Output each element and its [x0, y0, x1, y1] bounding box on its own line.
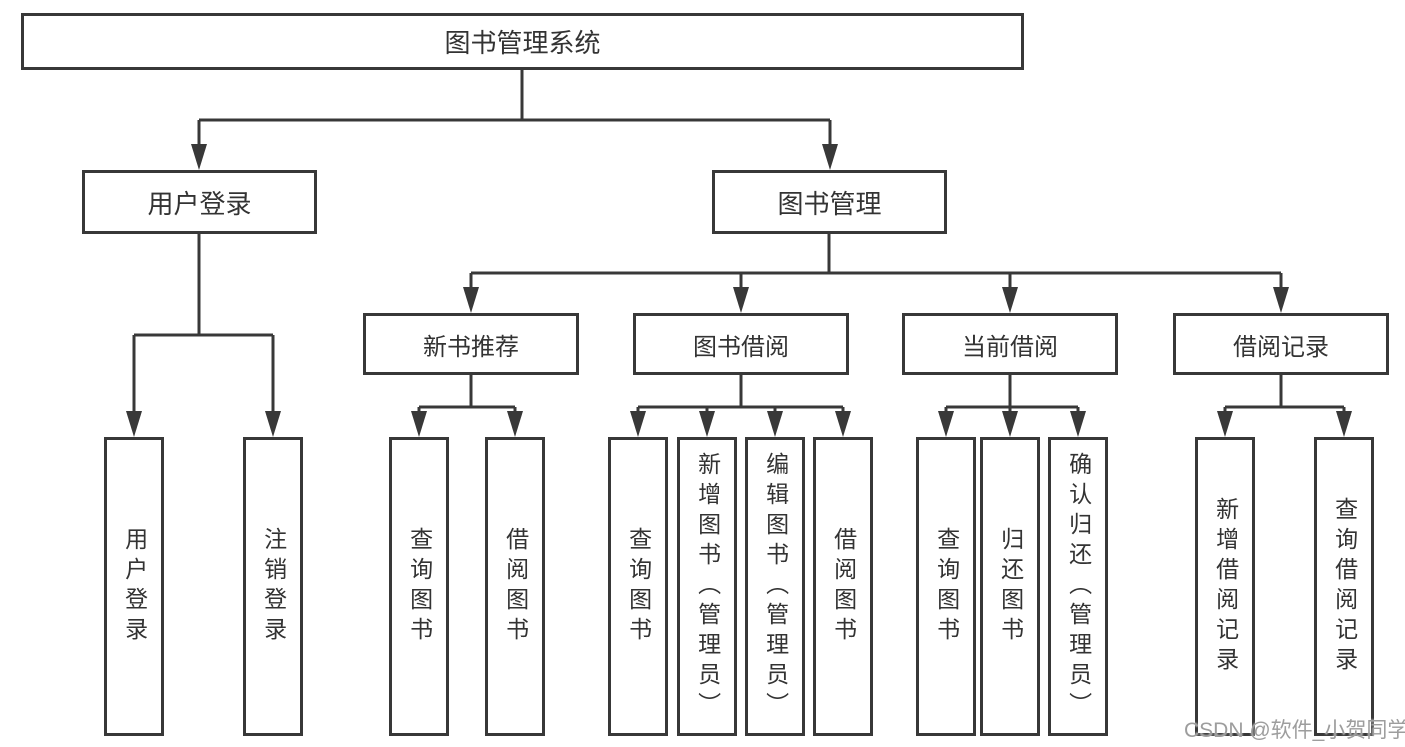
- leaf-query-borrow-record: 查询借阅记录: [1314, 437, 1374, 736]
- connector-bookborrow-to-leaves: [636, 375, 845, 415]
- arrow-icon: [265, 411, 281, 437]
- leaf-edit-book-admin: 编辑图书（管理员）: [745, 437, 805, 736]
- leaf-borrow-book-recommend: 借阅图书: [485, 437, 545, 736]
- leaf-query-book-recommend: 查询图书: [389, 437, 449, 736]
- leaf-query-book-borrow: 查询图书: [608, 437, 668, 736]
- leaf-query-book-current: 查询图书: [916, 437, 976, 736]
- arrow-icon: [733, 287, 749, 313]
- leaf-add-borrow-record-label: 新增借阅记录: [1212, 496, 1239, 677]
- connector-borrowrecord-to-leaves: [1223, 375, 1346, 415]
- leaf-borrow-book-recommend-label: 借阅图书: [502, 526, 529, 647]
- arrow-icon: [767, 411, 783, 437]
- arrow-icon: [191, 144, 207, 170]
- node-root-label: 图书管理系统: [444, 28, 601, 58]
- connector-newbook-to-leaves: [417, 375, 517, 415]
- node-book-borrow: 图书借阅: [633, 313, 849, 375]
- arrow-icon: [1002, 411, 1018, 437]
- node-book-management-label: 图书管理: [777, 188, 882, 219]
- node-user-login-label: 用户登录: [147, 188, 252, 219]
- arrow-icon: [463, 287, 479, 313]
- leaf-borrow-book: 借阅图书: [813, 437, 873, 736]
- node-borrow-record: 借阅记录: [1173, 313, 1389, 375]
- leaf-add-book-admin-label: 新增图书（管理员）: [694, 451, 721, 722]
- arrow-icon: [822, 144, 838, 170]
- node-root: 图书管理系统: [21, 13, 1024, 70]
- arrow-icon: [630, 411, 646, 437]
- watermark: CSDN @软件_小贺同学: [1184, 719, 1405, 742]
- arrow-icon: [507, 411, 523, 437]
- arrow-icon: [699, 411, 715, 437]
- leaf-user-login: 用户登录: [104, 437, 164, 736]
- leaf-return-book: 归还图书: [980, 437, 1040, 736]
- node-user-login: 用户登录: [82, 170, 317, 234]
- connector-userlogin-to-leaves: [132, 234, 275, 415]
- node-new-book-recommend-label: 新书推荐: [423, 333, 519, 361]
- node-new-book-recommend: 新书推荐: [363, 313, 579, 375]
- leaf-logout: 注销登录: [243, 437, 303, 736]
- arrow-icon: [1002, 287, 1018, 313]
- node-borrow-record-label: 借阅记录: [1233, 333, 1329, 361]
- arrow-icon: [938, 411, 954, 437]
- leaf-add-borrow-record: 新增借阅记录: [1195, 437, 1255, 736]
- leaf-query-book-borrow-label: 查询图书: [625, 526, 652, 647]
- connector-root-to-level2: [197, 70, 832, 148]
- node-book-management: 图书管理: [712, 170, 947, 234]
- leaf-query-book-recommend-label: 查询图书: [406, 526, 433, 647]
- node-book-borrow-label: 图书借阅: [693, 333, 789, 361]
- node-current-borrow: 当前借阅: [902, 313, 1118, 375]
- connector-bookmgmt-to-level3: [469, 233, 1283, 291]
- leaf-edit-book-admin-label: 编辑图书（管理员）: [762, 451, 789, 722]
- arrow-icon: [411, 411, 427, 437]
- leaf-borrow-book-label: 借阅图书: [830, 526, 857, 647]
- arrow-icon: [835, 411, 851, 437]
- leaf-confirm-return-admin-label: 确认归还（管理员）: [1065, 451, 1092, 722]
- leaf-confirm-return-admin: 确认归还（管理员）: [1048, 437, 1108, 736]
- leaf-return-book-label: 归还图书: [997, 526, 1024, 647]
- leaf-query-borrow-record-label: 查询借阅记录: [1331, 496, 1358, 677]
- leaf-logout-label: 注销登录: [260, 526, 287, 647]
- arrow-icon: [126, 411, 142, 437]
- arrow-icon: [1070, 411, 1086, 437]
- leaf-user-login-label: 用户登录: [121, 526, 148, 647]
- arrow-icon: [1217, 411, 1233, 437]
- arrow-icon: [1273, 287, 1289, 313]
- connector-currentborrow-to-leaves: [944, 375, 1080, 415]
- leaf-query-book-current-label: 查询图书: [933, 526, 960, 647]
- leaf-add-book-admin: 新增图书（管理员）: [677, 437, 737, 736]
- arrow-icon: [1336, 411, 1352, 437]
- node-current-borrow-label: 当前借阅: [962, 333, 1058, 361]
